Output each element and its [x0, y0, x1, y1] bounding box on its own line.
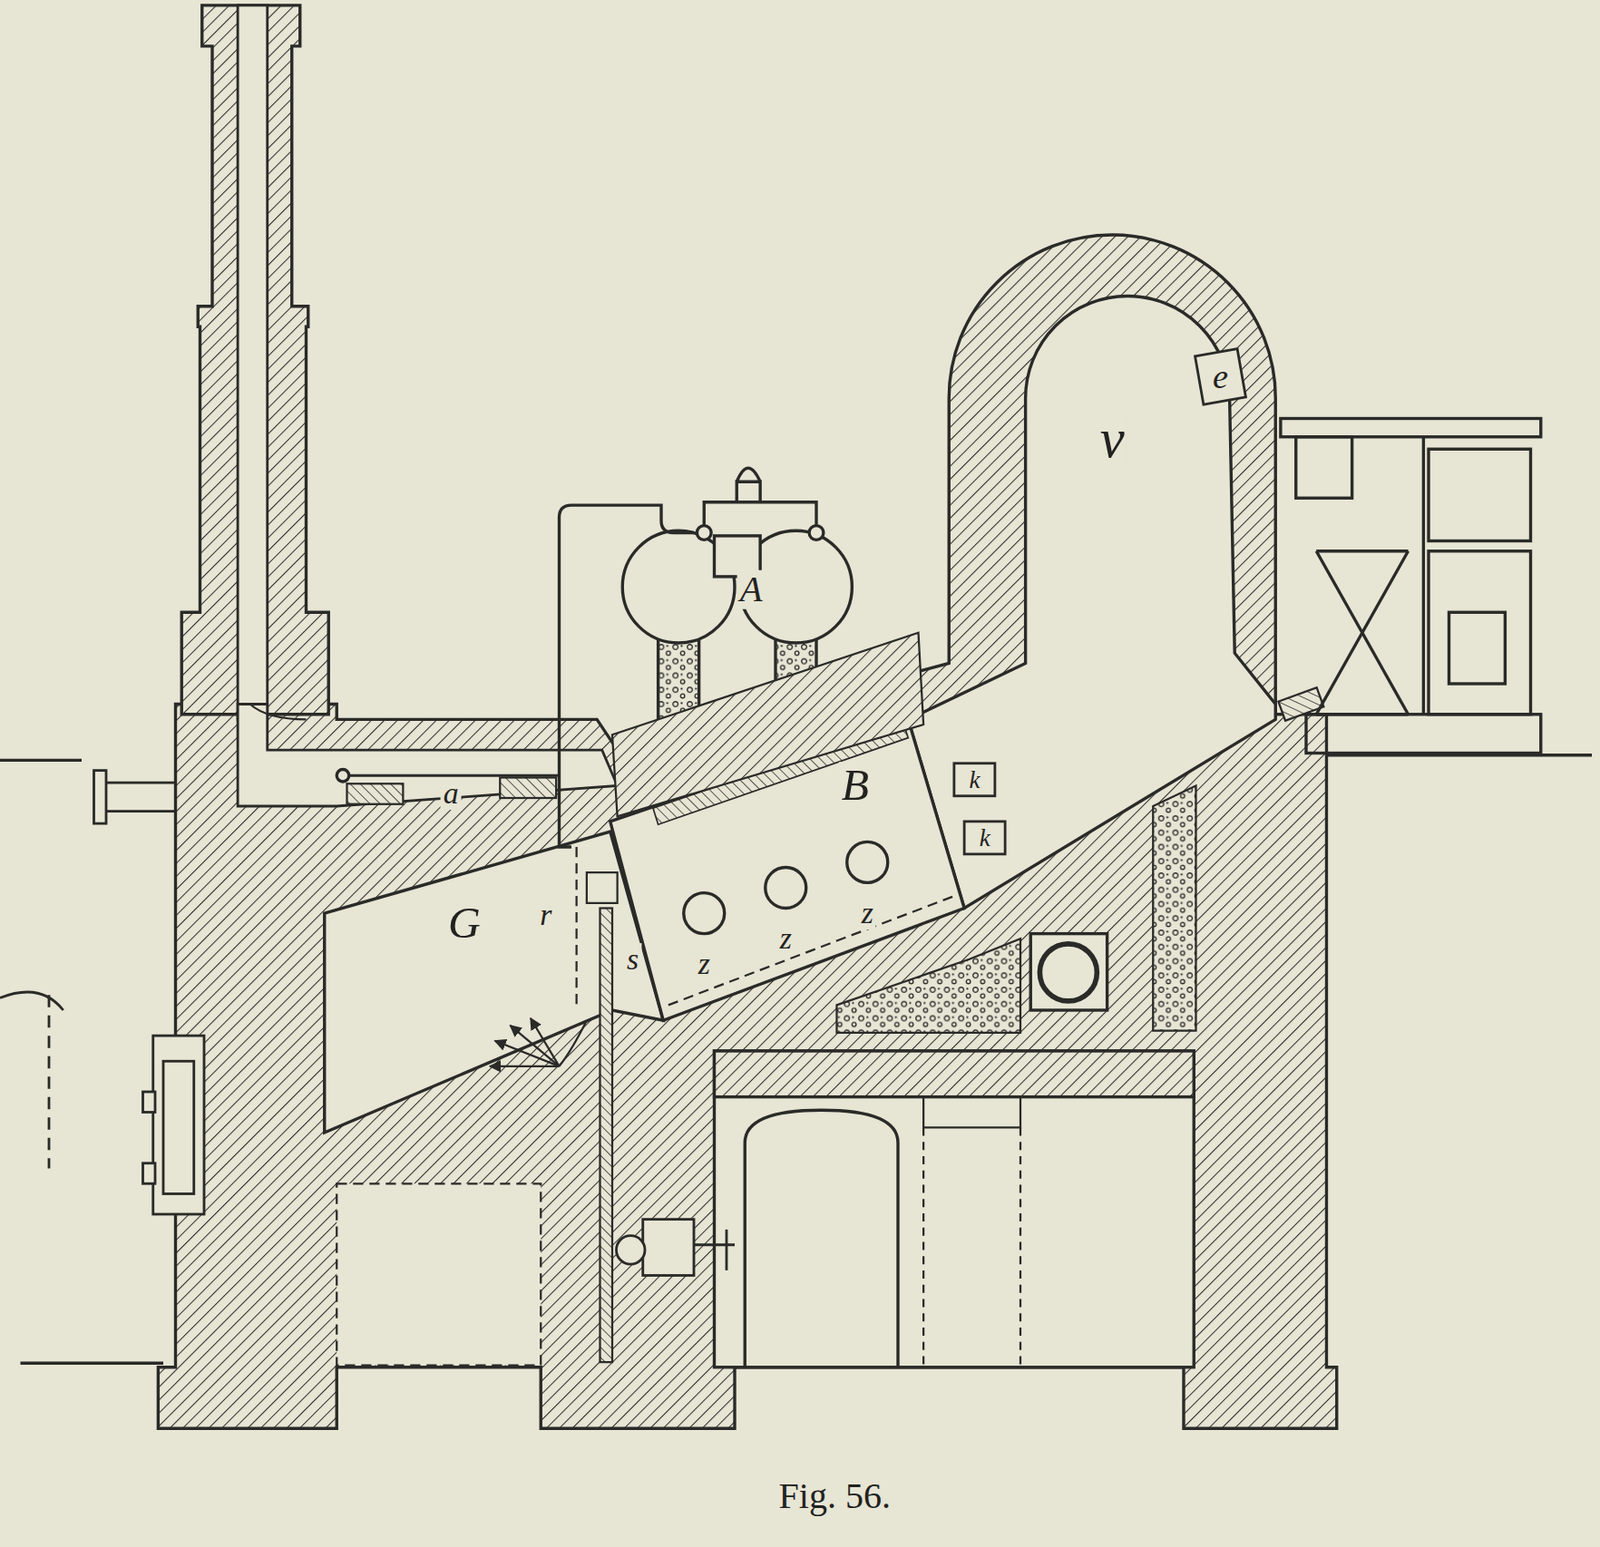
flame-arrows	[489, 1018, 587, 1067]
hearth-edge	[323, 913, 326, 1133]
figure-caption: Fig. 56.	[779, 1474, 891, 1518]
drawing-part	[616, 1236, 646, 1266]
drawing-part	[575, 847, 578, 1005]
drawing-part	[1316, 551, 1408, 715]
drawing-part	[1280, 419, 1542, 438]
chimney-flue	[237, 5, 268, 721]
drawing-part	[489, 1065, 560, 1068]
flue-brick	[347, 783, 404, 805]
drawing-part	[347, 774, 560, 778]
part-letter: B	[839, 762, 872, 810]
drawing-part	[809, 526, 824, 541]
part-letter: s	[624, 943, 642, 976]
drawing-part	[163, 1061, 195, 1194]
drawing-part	[48, 995, 51, 1169]
drawing-part	[97, 782, 185, 812]
drawing-part	[1316, 549, 1408, 553]
masonry	[157, 234, 1337, 1429]
winch	[616, 1219, 736, 1277]
drawing-part	[0, 992, 64, 1011]
drawing-part	[954, 763, 996, 797]
rubble-fill	[837, 786, 1197, 1034]
drawing-part	[94, 770, 108, 825]
drawing-part	[922, 1127, 925, 1367]
drawing-part	[336, 770, 350, 783]
part-letter: e	[1209, 358, 1231, 395]
ash-pit	[336, 1183, 541, 1366]
drawing-part	[847, 841, 888, 883]
drawing-part	[964, 821, 1005, 855]
lower-vault	[714, 1051, 1195, 1368]
drawing-part	[725, 1229, 729, 1271]
tower-shaft	[907, 296, 1276, 909]
drawing-part	[837, 938, 1022, 1034]
drawing-part	[612, 633, 924, 818]
part-letter: k	[965, 766, 983, 793]
part-letter: z	[695, 947, 713, 981]
drawing-part	[530, 1018, 560, 1067]
drawing-part	[1428, 551, 1532, 715]
drawing-part	[643, 1219, 694, 1277]
drawing-part	[1428, 448, 1532, 541]
drawing-part	[1422, 437, 1425, 715]
left-fragment	[0, 770, 185, 1170]
air-duct	[1030, 934, 1107, 1011]
drawing-part	[714, 1051, 1195, 1368]
drawing-part	[765, 868, 807, 909]
drawing-part	[559, 1020, 587, 1067]
part-letter: z	[858, 897, 877, 930]
drawing-part	[153, 1035, 205, 1215]
drawing-part	[495, 1041, 560, 1067]
part-letter: A	[737, 570, 766, 610]
drawing-part	[714, 1051, 1195, 1098]
peephole	[1195, 349, 1247, 405]
drawing-part	[510, 1025, 560, 1067]
tuyeres	[683, 841, 888, 934]
drawing-part	[703, 502, 817, 532]
side-blocks	[954, 763, 1005, 855]
drawing-part	[1152, 786, 1196, 1032]
part-letter: v	[1097, 409, 1128, 468]
part-letter: r	[536, 898, 555, 932]
drawing-part	[1316, 551, 1408, 715]
part-letter: G	[445, 899, 484, 947]
drawing-part	[736, 481, 761, 503]
drawing-part	[1306, 714, 1542, 754]
drawing-part	[143, 1092, 157, 1113]
drawing-part	[744, 1110, 898, 1368]
drawing-part	[923, 1097, 1021, 1129]
charging-platform	[1280, 419, 1542, 754]
drawing-part	[693, 1243, 735, 1247]
drawing-part	[1296, 437, 1353, 499]
hearth-block	[586, 872, 618, 904]
drawing-part	[736, 468, 761, 482]
flue-elbow	[250, 704, 307, 721]
drawing-part	[1449, 612, 1506, 684]
part-letter: a	[440, 777, 462, 810]
flue-brick	[499, 778, 557, 800]
air-duct	[1039, 944, 1097, 1002]
part-letter: z	[777, 922, 795, 956]
drawing-part	[696, 526, 712, 541]
drawing-part	[683, 893, 725, 935]
condensers	[336, 468, 924, 1005]
part-letter: k	[976, 824, 994, 851]
drawing-part	[143, 1163, 157, 1185]
slide-gate	[600, 908, 614, 1364]
drawing-part	[20, 1362, 165, 1366]
front-door	[143, 1035, 205, 1215]
drawing-part	[0, 759, 82, 762]
drawing-part	[1019, 1127, 1022, 1367]
